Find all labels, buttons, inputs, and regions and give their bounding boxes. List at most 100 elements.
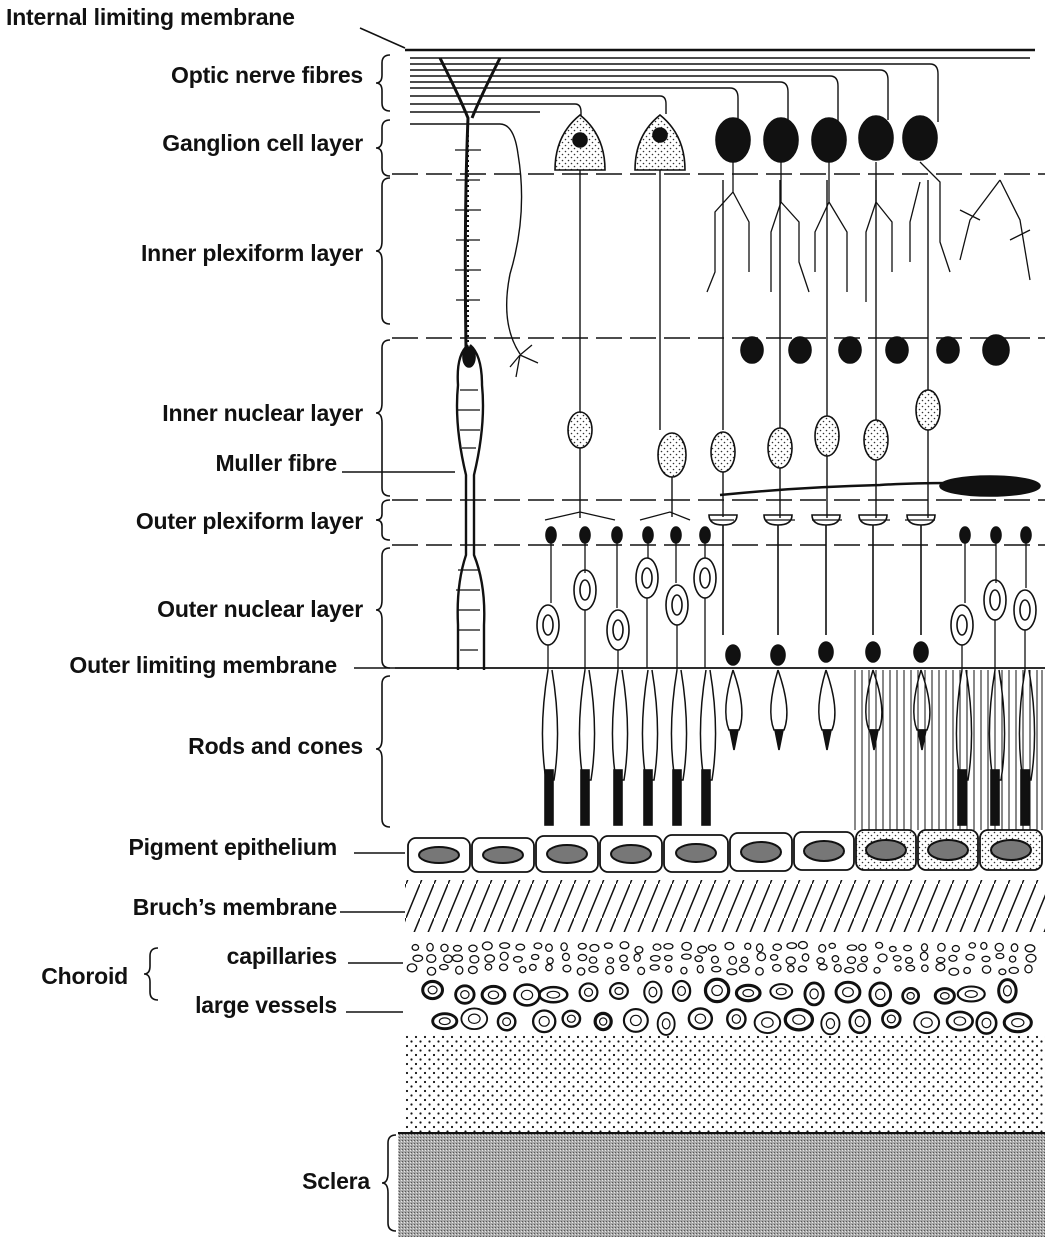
choroid-vessel [454, 965, 464, 975]
label-ganglion-cell-layer: Ganglion cell layer [162, 130, 363, 156]
choroid-vessel [681, 953, 692, 960]
choroid-vessel [421, 979, 445, 1001]
vessel-lumen [583, 987, 594, 997]
rod-spherules [545, 526, 1032, 544]
choroid-vessel [703, 977, 731, 1004]
choroid-vessel [1024, 964, 1033, 974]
vessel-lumen [487, 990, 500, 1000]
choroid-vessel [981, 965, 992, 974]
choroid-vessel [820, 1011, 841, 1036]
label-muller-fibre: Muller fibre [215, 450, 337, 476]
label-inner-nuclear-layer: Inner nuclear layer [162, 400, 363, 426]
label-capillaries: capillaries [226, 943, 338, 969]
vessel-lumen [742, 988, 755, 998]
choroid-vessel [980, 941, 988, 950]
photoreceptor-segments [541, 669, 1036, 781]
label-optic-nerve-fibres: Optic nerve fibres [171, 62, 363, 88]
choroid-vessel [578, 982, 599, 1003]
choroid-vessel [593, 1011, 613, 1032]
choroid-vessel [831, 955, 840, 963]
choroid-vessel [956, 985, 986, 1003]
choroid-vessel [948, 954, 958, 962]
choroid-vessel [951, 944, 961, 953]
choroid-vessels [406, 940, 1037, 1036]
choroid-vessel [634, 945, 644, 954]
choroid-vessel [903, 944, 912, 952]
choroid-vessel [905, 964, 916, 972]
vessel-lumen [614, 986, 624, 996]
choroid-vessel [560, 942, 568, 952]
vessel-lumen [694, 1013, 707, 1024]
choroid-vessel [603, 942, 613, 949]
choroid-vessel [619, 941, 630, 950]
choroid-vessel [772, 943, 783, 952]
choroid-vessel [697, 945, 708, 954]
choroid-vessel [681, 941, 692, 951]
choroid-vessel [945, 1010, 974, 1032]
bracket-ganglion-cell-layer [375, 119, 391, 177]
vessel-lumen [1011, 1018, 1025, 1028]
pointer-internal-limiting-membrane [359, 27, 406, 49]
choroid-vessel [846, 956, 857, 965]
choroid-vessel [665, 965, 673, 973]
choroid-vessel [1024, 944, 1036, 953]
choroid-vessel [726, 968, 738, 976]
bracket-choroid [143, 947, 159, 1001]
choroid-vessel [531, 1009, 557, 1034]
choroid-vessel [707, 944, 717, 952]
choroid-vessel [856, 963, 868, 973]
vessel-lumen [792, 1014, 806, 1025]
choroid-vessel [605, 965, 615, 975]
choroid-vessel [997, 978, 1018, 1004]
choroid-vessel [904, 956, 914, 964]
vessel-lumen [920, 1017, 933, 1028]
vessel-lumen [598, 1017, 608, 1026]
choroid-vessel [589, 943, 600, 953]
choroid-vessel [844, 966, 855, 974]
choroid-vessel [963, 966, 971, 975]
choroid-vessel [711, 965, 722, 973]
choroid-vessel [726, 1008, 747, 1030]
choroid-vessel [948, 967, 960, 976]
choroid-vessel [753, 1011, 782, 1035]
choroid-vessel [454, 984, 476, 1005]
choroid-vessel [744, 942, 752, 951]
vessel-lumen [629, 1014, 642, 1027]
muller-fibre [438, 57, 502, 670]
choroid-vessel [797, 965, 808, 973]
choroid-vessel [528, 963, 537, 972]
vessel-lumen [809, 988, 819, 1000]
choroid-vessel [512, 955, 523, 963]
cone-nuclei [725, 641, 929, 666]
choroid-vessel [803, 981, 825, 1007]
choroid-vessel [755, 943, 764, 953]
choroid-vessel [828, 942, 837, 950]
choroid-vessel [1008, 966, 1020, 975]
label-internal-limiting-membrane: Internal limiting membrane [6, 4, 295, 30]
choroid-vessel [968, 942, 977, 949]
label-outer-plexiform-layer: Outer plexiform layer [135, 508, 363, 534]
bracket-optic-nerve-fibres [375, 54, 391, 112]
choroid-vessel [783, 1007, 815, 1032]
vessel-lumen [964, 990, 978, 998]
choroid-vessel [425, 953, 437, 964]
vessel-lumen [886, 1014, 896, 1024]
vessel-lumen [874, 988, 886, 1001]
vessel-lumen [460, 990, 470, 1000]
choroid-vessel [888, 945, 897, 953]
choroid-vessel [919, 951, 929, 961]
choroid-vessel [451, 954, 464, 963]
choroid-vessel [933, 987, 956, 1005]
vessel-lumen [1002, 985, 1012, 997]
pigment-nuclei [418, 839, 1032, 864]
label-choroid: Choroid [41, 963, 128, 989]
choroid-vessel [460, 1007, 489, 1031]
choroid-vessel [499, 942, 511, 950]
label-pigment-epithelium: Pigment epithelium [128, 834, 337, 860]
vessel-lumen [538, 1015, 550, 1027]
choroid-vessel [546, 957, 554, 965]
choroid-vessel [1025, 953, 1037, 963]
choroid-vessel [513, 983, 541, 1007]
choroid-vessel [619, 954, 628, 963]
